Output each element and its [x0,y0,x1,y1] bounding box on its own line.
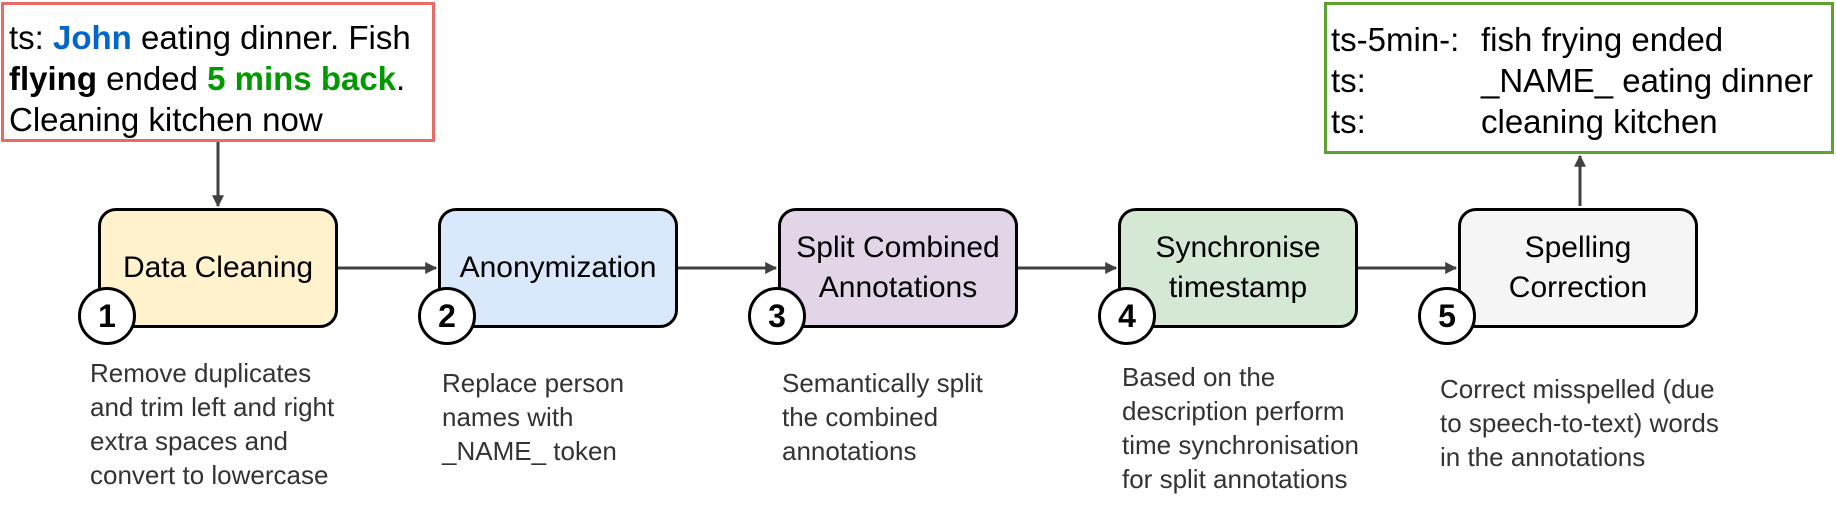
step-title-line-2: Correction [1508,271,1648,304]
step-number-badge: 4 [1098,287,1156,345]
output-timestamp: ts-5min-: [1331,21,1460,58]
step-number-badge: 3 [748,287,806,345]
output-text: fish frying ended [1481,21,1724,58]
step-title-line-1: Split Combined [796,231,1000,264]
output-row: ts: cleaning kitchen [1331,101,1831,142]
step-description: Correct misspelled (due to speech-to-tex… [1440,374,1719,472]
input-ts-prefix: ts: [9,19,54,56]
step-number-badge: 1 [78,287,136,345]
step-data-cleaning-box: Data Cleaning [98,208,338,328]
output-text: cleaning kitchen [1481,103,1718,140]
input-line-2-end: . [396,60,406,97]
step-description: Semantically split the combined annotati… [782,368,983,466]
step-title: Data Cleaning [122,251,314,284]
step-number-badge: 5 [1418,287,1476,345]
step-anonymization-box: Anonymization [438,208,678,328]
step-synchronise-timestamp-box: Synchronise timestamp [1118,208,1358,328]
output-timestamp: ts: [1331,62,1366,99]
input-annotation-box: ts: John eating dinner. Fish flying ende… [1,2,435,142]
input-misspelled-word: flying [9,60,97,97]
step-description: Replace person names with _NAME_ token [442,368,625,466]
step-description: Remove duplicates and trim left and righ… [90,358,335,490]
input-time-reference: 5 mins back [207,60,397,97]
input-line-1-rest: eating dinner. Fish [131,19,411,56]
input-person-name: John [53,19,132,56]
output-timestamp: ts: [1331,103,1366,140]
step-title-line-2: Annotations [818,271,978,304]
output-text: _NAME_ eating dinner [1481,62,1814,99]
input-line-3: Cleaning kitchen now [9,101,323,138]
step-title: Anonymization [459,251,657,284]
input-line-2: flying ended 5 mins back. [9,58,432,99]
step-title-line-1: Spelling [1524,231,1632,264]
output-row: ts-5min-: fish frying ended [1331,19,1831,60]
output-annotation-box: ts-5min-: fish frying ended ts: _NAME_ eat… [1324,2,1834,154]
input-line-1: ts: John eating dinner. Fish [9,17,432,58]
step-number-badge: 2 [418,287,476,345]
input-line-2-mid: ended [97,60,208,97]
step-title-line-2: timestamp [1168,271,1308,304]
step-description: Based on the description perform time sy… [1122,362,1359,494]
output-row: ts: _NAME_ eating dinner [1331,60,1831,101]
step-title-line-1: Synchronise [1155,231,1321,264]
